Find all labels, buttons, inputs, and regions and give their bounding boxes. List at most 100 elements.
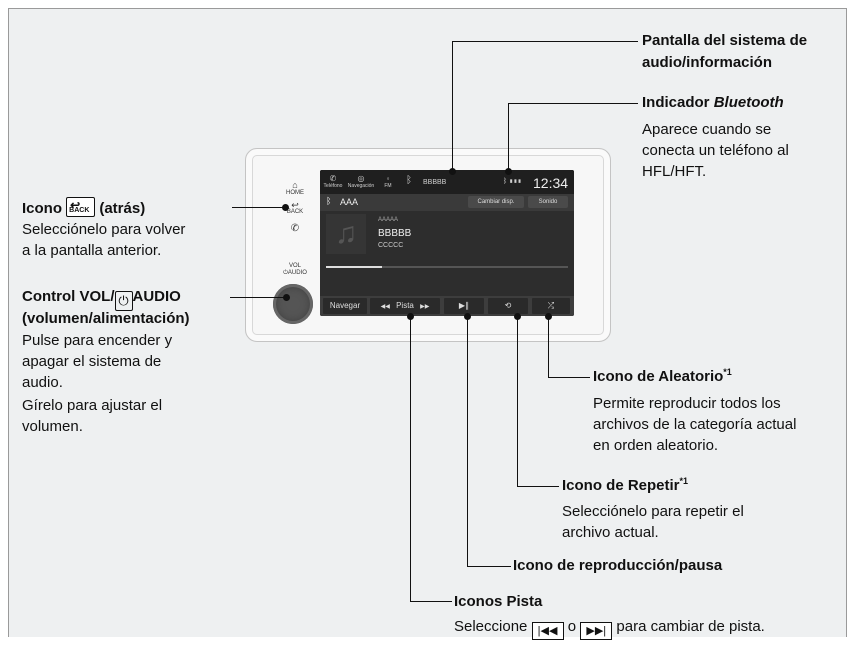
leader-shuffle xyxy=(548,316,549,378)
vol-callout-desc: audio. xyxy=(22,374,63,391)
back-callout-desc: a la pantalla anterior. xyxy=(22,242,162,259)
progress-fill xyxy=(326,266,382,268)
back-callout-title: Icono ↩BACK (atrás) xyxy=(22,197,146,217)
skip-forward-icon[interactable]: ▶▶ xyxy=(420,304,430,310)
track-small: AAAAA xyxy=(378,217,399,223)
vol-callout-desc: Gírelo para ajustar el xyxy=(22,397,163,414)
skip-back-icon[interactable]: ◀◀ xyxy=(380,304,390,310)
source-name: AAA xyxy=(340,197,359,207)
bluetooth-source-icon: ᛒ xyxy=(326,196,332,206)
shuffle-callout-desc: en orden aleatorio. xyxy=(593,437,719,454)
screen-callout-title: Pantalla del sistema de xyxy=(642,32,808,49)
repeat-callout-title: Icono de Repetir*1 xyxy=(562,476,689,495)
play-pause-button[interactable]: ▶∥ xyxy=(444,298,484,314)
track-callout-desc: Seleccione |◀◀ o ▶▶| para cambiar de pis… xyxy=(454,617,765,640)
frame-border xyxy=(8,8,9,637)
vol-callout-title: Control VOL/⏻AUDIO xyxy=(22,287,181,311)
vol-callout-title-2: (volumen/alimentación) xyxy=(22,310,190,327)
nav-icon: ◎ xyxy=(357,174,365,183)
navigate-button[interactable]: Navegar xyxy=(323,298,367,314)
screen-callout-title-2: audio/información xyxy=(642,54,773,71)
leader-screen xyxy=(452,41,638,42)
leader-track xyxy=(410,316,411,602)
back-label: BACK xyxy=(286,209,304,215)
leader-dot xyxy=(283,294,290,301)
audio-label: ⏻AUDIO xyxy=(283,270,307,276)
frame-border xyxy=(846,8,847,637)
phone-icon: ✆ xyxy=(329,174,337,183)
phone-shortcut[interactable]: ✆ Teléfono xyxy=(323,174,343,189)
nav-shortcut[interactable]: ◎ Navegación xyxy=(347,174,375,189)
leader-shuffle xyxy=(548,377,590,378)
leader-repeat xyxy=(517,486,559,487)
vol-callout-desc: apagar el sistema de xyxy=(22,353,162,370)
leader-vol xyxy=(230,297,286,298)
shuffle-callout-title: Icono de Aleatorio*1 xyxy=(593,367,732,386)
radio-icon: ◦ xyxy=(386,174,390,183)
back-callout-desc: Selecciónelo para volver xyxy=(22,221,186,238)
vol-audio-label: VOL ⏻AUDIO xyxy=(280,263,310,277)
bluetooth-callout-desc: Aparece cuando se xyxy=(642,121,772,138)
bluetooth-status-icon: ᛒ xyxy=(406,175,412,186)
fm-shortcut[interactable]: ◦ FM xyxy=(380,174,396,189)
status-source: BBBBB xyxy=(423,179,447,186)
leader-dot xyxy=(514,313,521,320)
repeat-icon: ⟲ xyxy=(504,301,512,310)
track-buttons[interactable]: ◀◀ Pista ▶▶ xyxy=(370,298,440,314)
bluetooth-callout-desc: conecta un teléfono al xyxy=(642,142,789,159)
clock: 12:34 xyxy=(533,175,569,191)
play-callout-title: Icono de reproducción/pausa xyxy=(513,557,723,574)
leader-bluetooth xyxy=(508,103,509,171)
progress-track xyxy=(326,266,568,268)
back-icon: ↩ xyxy=(291,200,299,210)
skip-forward-icon: ▶▶| xyxy=(580,622,613,640)
shuffle-callout-desc: archivos de la categoría actual xyxy=(593,416,797,433)
shuffle-icon: ⤮ xyxy=(547,301,555,310)
bluetooth-callout-title: Indicador Bluetooth xyxy=(642,94,784,111)
frame-border xyxy=(8,8,846,9)
bluetooth-callout-desc: HFL/HFT. xyxy=(642,163,707,180)
leader-track xyxy=(410,601,452,602)
repeat-callout-desc: archivo actual. xyxy=(562,524,659,541)
leader-dot xyxy=(449,168,456,175)
back-button[interactable]: ↩ BACK xyxy=(284,201,306,216)
status-bar xyxy=(320,170,574,194)
album-art-icon: ♫ xyxy=(326,214,366,254)
vol-callout-desc: volumen. xyxy=(22,418,83,435)
leader-play xyxy=(467,316,468,567)
leader-dot xyxy=(282,204,289,211)
leader-screen xyxy=(452,41,453,171)
home-label: HOME xyxy=(286,190,304,196)
audio-screen: ✆ Teléfono ◎ Navegación ◦ FM ᛒ BBBBB ᛒ ▮… xyxy=(320,170,574,316)
leader-bluetooth xyxy=(508,103,638,104)
back-icon: ↩BACK xyxy=(66,197,96,217)
change-display-button[interactable]: Cambiar disp. xyxy=(468,196,524,208)
power-icon: ⏻ xyxy=(114,291,133,311)
bluetooth-indicator: ᛒ ▮▮▮ xyxy=(503,178,522,185)
repeat-button[interactable]: ⟲ xyxy=(488,298,528,314)
home-button[interactable]: ⌂ HOME xyxy=(284,181,306,197)
volume-knob[interactable] xyxy=(273,284,313,324)
vol-callout-desc: Pulse para encender y xyxy=(22,332,173,349)
leader-dot xyxy=(407,313,414,320)
track-callout-title: Iconos Pista xyxy=(454,593,543,610)
repeat-callout-desc: Selecciónelo para repetir el xyxy=(562,503,744,520)
skip-back-icon: |◀◀ xyxy=(531,622,564,640)
leader-back xyxy=(232,207,285,208)
phone-icon: ✆ xyxy=(290,223,300,234)
vol-label: VOL xyxy=(288,263,301,269)
home-icon: ⌂ xyxy=(292,180,298,190)
leader-play xyxy=(467,566,511,567)
sound-button[interactable]: Sonido xyxy=(528,196,568,208)
play-pause-icon: ▶∥ xyxy=(458,301,470,310)
leader-dot xyxy=(464,313,471,320)
phone-button[interactable]: ✆ xyxy=(286,224,304,234)
leader-repeat xyxy=(517,316,518,487)
leader-dot xyxy=(505,168,512,175)
track-title: BBBBB xyxy=(378,228,412,239)
leader-dot xyxy=(545,313,552,320)
shuffle-callout-desc: Permite reproducir todos los xyxy=(593,395,781,412)
power-icon: ⏻ xyxy=(283,270,288,276)
track-sub: CCCCC xyxy=(378,242,404,249)
shuffle-button[interactable]: ⤮ xyxy=(532,298,570,314)
